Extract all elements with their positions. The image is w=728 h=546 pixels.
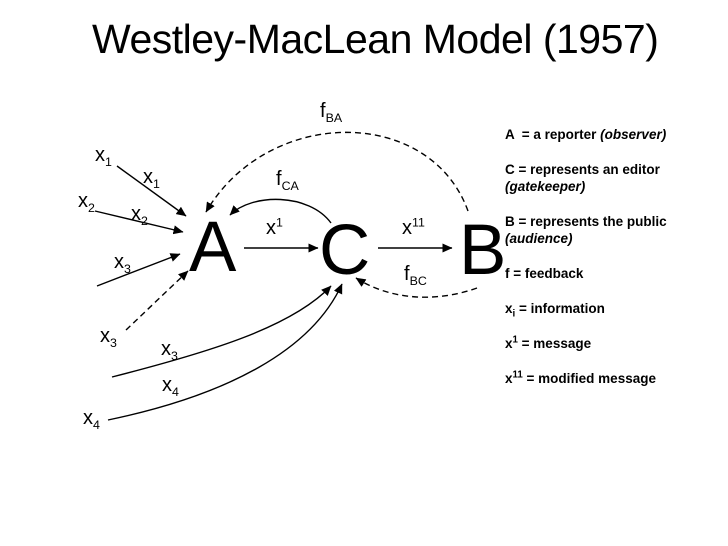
label-x4-source: x4 <box>83 407 100 432</box>
legend-item-xi: xi = information <box>505 301 605 320</box>
arrow-feedback-c-to-a <box>229 198 332 224</box>
legend-item-x11: x11 = modified message <box>505 369 656 386</box>
legend-item-b: B = represents the public (audience) <box>505 214 671 246</box>
legend-item-a: A = a reporter (observer) <box>505 127 667 142</box>
node-advocate-a: A <box>189 208 237 287</box>
label-x2-on-arrow: x2 <box>131 203 148 228</box>
label-feedback-bc: fBC <box>404 263 427 288</box>
node-channel-c: C <box>319 211 371 290</box>
arrow-feedback-b-to-c <box>355 277 478 298</box>
slide-title: Westley-MacLean Model (1957) <box>92 16 659 62</box>
label-x1-source: x1 <box>95 144 112 169</box>
legend-item-f: f = feedback <box>505 266 584 281</box>
label-feedback-ba: fBA <box>320 100 343 125</box>
label-x3-on-curve: x3 <box>161 338 178 363</box>
arrow-x3-to-a <box>96 253 181 287</box>
arrow-x2-to-a <box>94 210 184 235</box>
arrow-x3-curve-to-c <box>111 285 332 378</box>
legend-item-x1: x1 = message <box>505 334 592 351</box>
label-x4-on-curve: x4 <box>162 374 179 399</box>
legend: A = a reporter (observer) C = represents… <box>505 126 685 405</box>
arrow-x1-to-a <box>116 165 187 217</box>
label-x3-dashed-source: x3 <box>100 325 117 350</box>
arrow-feedback-b-to-a <box>205 131 469 213</box>
label-feedback-ca: fCA <box>276 168 299 193</box>
label-x2-source: x2 <box>78 190 95 215</box>
arrow-x4-curve-to-c <box>107 283 343 421</box>
arrow-x3-dashed-to-a <box>125 270 189 331</box>
label-x3-on-arrow: x3 <box>114 251 131 276</box>
label-message-x1: x1 <box>266 215 283 239</box>
legend-item-c: C = represents an editor (gatekeeper) <box>505 162 664 194</box>
label-x1-on-arrow: x1 <box>143 166 160 191</box>
node-behavioral-b: B <box>459 211 507 290</box>
label-modified-message-x11: x11 <box>402 215 425 239</box>
